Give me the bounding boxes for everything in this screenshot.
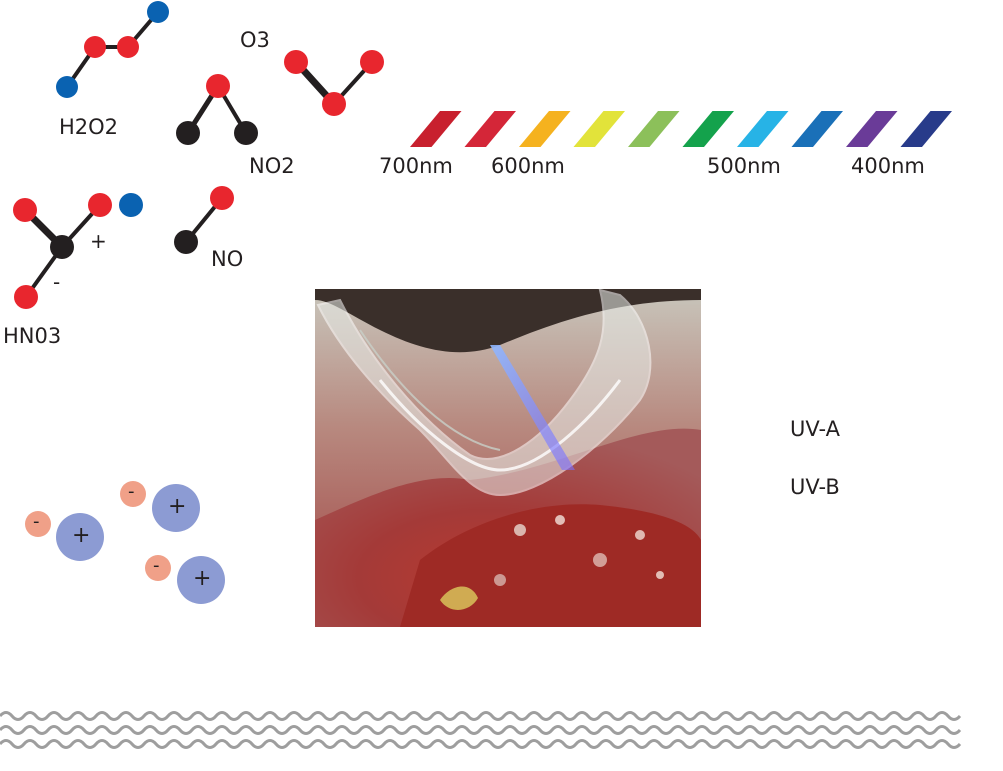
no-label: NO: [211, 247, 244, 271]
nitrogen-atom: [174, 230, 198, 254]
ion-pair: [120, 481, 200, 532]
hno3-plus-charge: +: [90, 229, 107, 253]
nitrogen-atom: [234, 121, 258, 145]
hydrogen-atom: [119, 193, 143, 217]
cation-sign: +: [72, 523, 91, 548]
wavelength-500-label: 500nm: [707, 154, 781, 178]
oxygen-atom: [14, 285, 38, 309]
spectrum-stripe: [628, 111, 680, 147]
cation-circle: [177, 556, 225, 604]
anion-circle: [25, 511, 51, 537]
spectrum-stripe: [846, 111, 898, 147]
wave-line: [0, 711, 962, 721]
anion-sign: -: [128, 481, 135, 502]
no2-label: NO2: [249, 154, 295, 178]
hydrogen-atom: [56, 76, 78, 98]
anion-circle: [120, 481, 146, 507]
wave-lines: [0, 711, 962, 749]
cation-circle: [56, 513, 104, 561]
uvb-label: UV-B: [790, 475, 840, 499]
o3-molecule: [284, 50, 384, 116]
h2o2-molecule: [56, 1, 169, 98]
hydrogen-atom: [147, 1, 169, 23]
hno3-label: HN03: [3, 324, 62, 348]
light-spectrum: [410, 111, 952, 147]
spectrum-stripe: [519, 111, 571, 147]
anion-sign: -: [153, 555, 160, 576]
oxygen-atom: [210, 186, 234, 210]
wave-line: [0, 725, 962, 735]
cation-sign: +: [168, 494, 187, 519]
uva-label: UV-A: [790, 417, 840, 441]
oxygen-atom: [117, 36, 139, 58]
no2-molecule: [176, 74, 258, 145]
spectrum-stripe: [737, 111, 789, 147]
anion-sign: -: [33, 511, 40, 532]
nitrogen-atom: [176, 121, 200, 145]
spectrum-stripe: [464, 111, 516, 147]
ion-pair: [25, 511, 104, 561]
wave-line: [0, 739, 962, 749]
hno3-molecule: [13, 193, 143, 309]
wavelength-700-label: 700nm: [379, 154, 453, 178]
plasma-device-photo: [315, 289, 701, 627]
wavelength-600-label: 600nm: [491, 154, 565, 178]
cation-sign: +: [193, 566, 212, 591]
no-molecule: [174, 186, 234, 254]
oxygen-atom: [88, 193, 112, 217]
oxygen-atom: [322, 92, 346, 116]
oxygen-atom: [360, 50, 384, 74]
wavelength-400-label: 400nm: [851, 154, 925, 178]
hno3-minus-charge: -: [53, 270, 61, 294]
anion-circle: [145, 555, 171, 581]
nitrogen-atom: [50, 235, 74, 259]
spectrum-stripe: [900, 111, 952, 147]
cation-circle: [152, 484, 200, 532]
oxygen-atom: [206, 74, 230, 98]
h2o2-label: H2O2: [59, 115, 119, 139]
oxygen-atom: [284, 50, 308, 74]
spectrum-stripe: [573, 111, 625, 147]
oxygen-atom: [84, 36, 106, 58]
ion-pair: [145, 555, 225, 604]
spectrum-stripe: [791, 111, 843, 147]
oxygen-atom: [13, 198, 37, 222]
spectrum-stripe: [682, 111, 734, 147]
o3-label: O3: [240, 28, 270, 52]
spectrum-stripe: [410, 111, 462, 147]
